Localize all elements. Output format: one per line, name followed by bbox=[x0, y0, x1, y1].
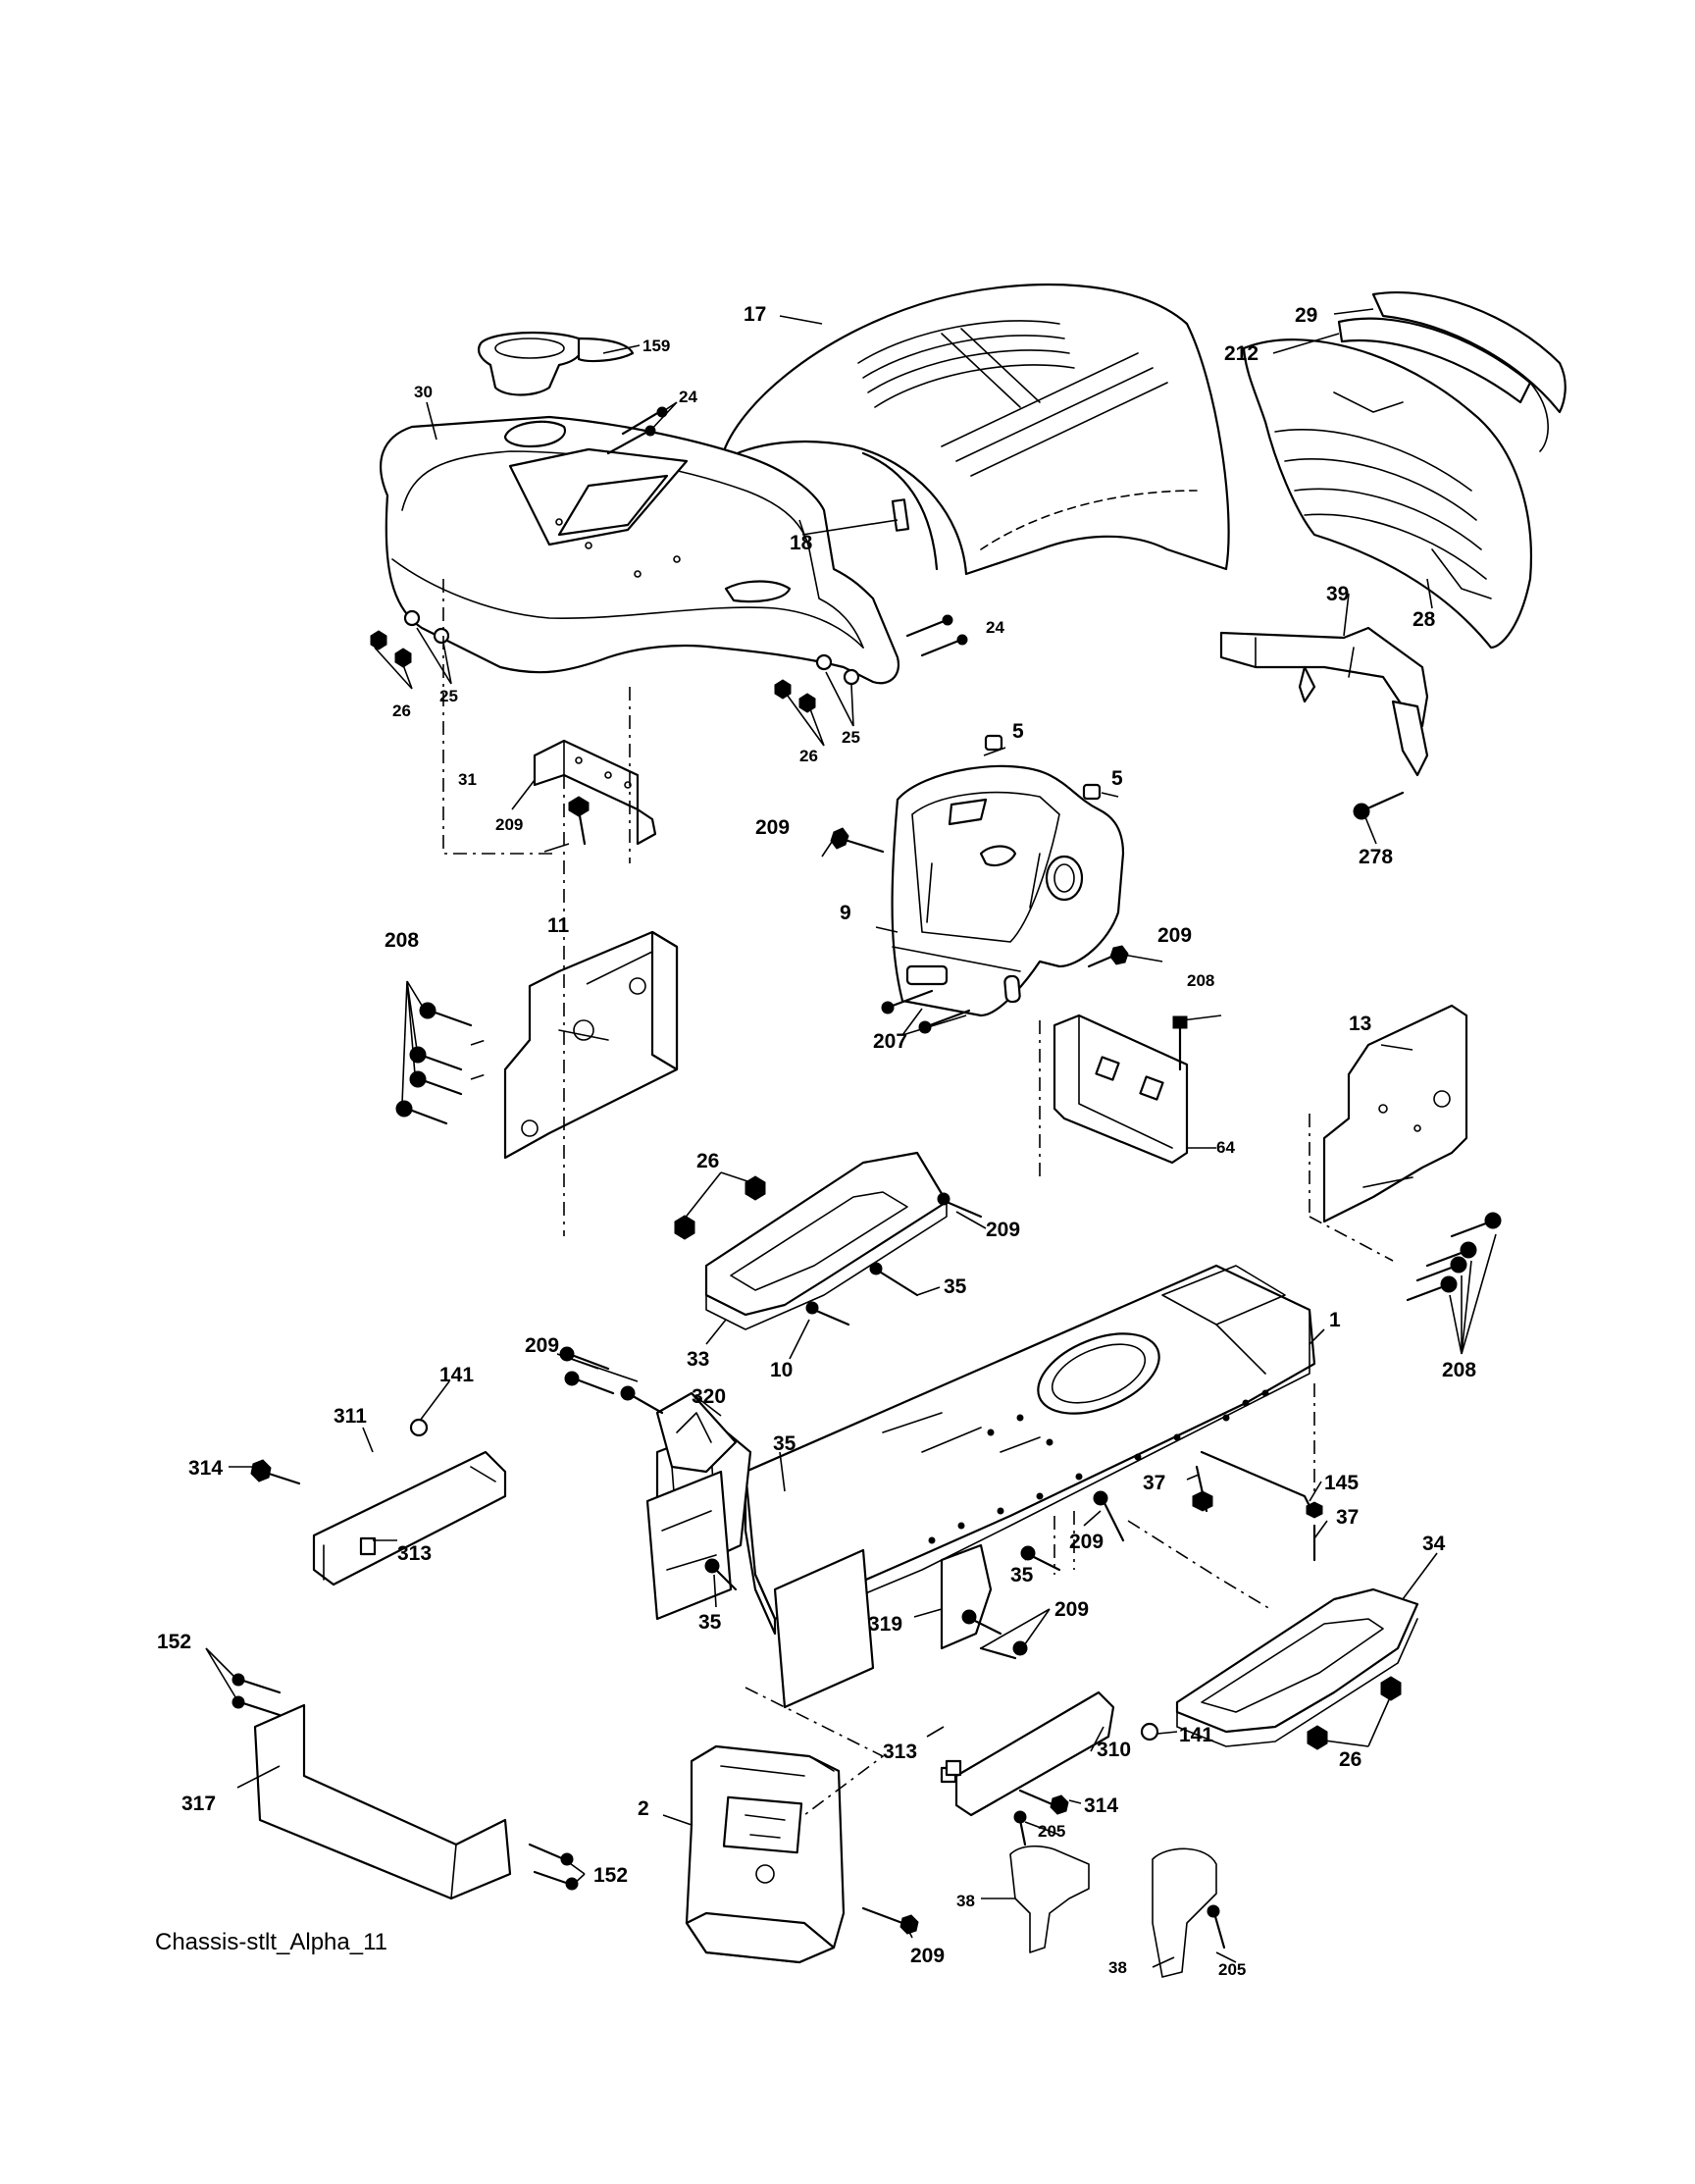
callout-25-right: 25 bbox=[842, 728, 860, 747]
callout-208-console: 208 bbox=[1187, 971, 1214, 990]
callout-209-group: 209 bbox=[525, 1334, 559, 1357]
callout-209-frame: 209 bbox=[1069, 1531, 1104, 1553]
callout-10: 10 bbox=[770, 1359, 793, 1381]
callout-209-bracket: 209 bbox=[495, 815, 523, 834]
callout-39: 39 bbox=[1326, 583, 1349, 605]
callout-18: 18 bbox=[790, 532, 813, 554]
callout-209-bottom: 209 bbox=[910, 1945, 945, 1967]
callout-152-upper: 152 bbox=[157, 1631, 191, 1653]
callout-35-footrest: 35 bbox=[944, 1275, 967, 1298]
callout-38-lower: 38 bbox=[1108, 1958, 1127, 1977]
dash-support-bracket-part bbox=[533, 739, 657, 846]
callout-313-right: 313 bbox=[883, 1741, 917, 1763]
callout-24-upper: 24 bbox=[679, 388, 697, 406]
callout-35-frame: 35 bbox=[1010, 1564, 1034, 1586]
main-frame-part bbox=[744, 1264, 1316, 1636]
callout-25-left: 25 bbox=[439, 687, 458, 705]
callout-209-footrest: 209 bbox=[986, 1219, 1020, 1241]
callout-37-lower: 37 bbox=[1336, 1506, 1359, 1529]
rear-hitch-plate-part bbox=[685, 1744, 846, 1964]
callout-28: 28 bbox=[1412, 608, 1436, 631]
footrest-left-part bbox=[704, 1151, 949, 1330]
console-part bbox=[891, 764, 1125, 1017]
callout-1: 1 bbox=[1329, 1309, 1341, 1331]
callout-310: 310 bbox=[1097, 1739, 1131, 1761]
callout-13: 13 bbox=[1349, 1013, 1371, 1035]
callout-26-lower: 26 bbox=[1339, 1748, 1361, 1771]
callout-64: 64 bbox=[1216, 1138, 1235, 1157]
callout-38-upper: 38 bbox=[956, 1892, 975, 1910]
callout-152-lower: 152 bbox=[593, 1864, 628, 1887]
console-bracket-part bbox=[1053, 1014, 1189, 1165]
dash-panel-right-part bbox=[1322, 1004, 1468, 1223]
callout-34: 34 bbox=[1422, 1533, 1446, 1555]
cup-holder-part bbox=[477, 331, 635, 396]
diagram-caption: Chassis-stlt_Alpha_11 bbox=[155, 1929, 387, 1955]
dash-panel-left-part bbox=[503, 930, 679, 1160]
callout-37-upper: 37 bbox=[1143, 1472, 1165, 1494]
callout-209-lower: 209 bbox=[1054, 1598, 1089, 1621]
hardware-fasteners bbox=[231, 406, 1502, 1950]
callout-205-upper: 205 bbox=[1038, 1822, 1065, 1841]
callout-26-right: 26 bbox=[799, 747, 818, 765]
callout-29: 29 bbox=[1295, 304, 1317, 327]
leader-lines bbox=[205, 308, 1497, 1968]
callout-labels: 159 17 29 212 30 24 18 24 39 28 25 26 26… bbox=[157, 303, 1476, 1979]
skid-plate-left-part bbox=[312, 1450, 507, 1586]
steering-support-part bbox=[1219, 626, 1429, 777]
callout-17: 17 bbox=[744, 303, 766, 326]
callout-209-console: 209 bbox=[755, 816, 790, 839]
callout-145: 145 bbox=[1324, 1472, 1359, 1494]
callout-313-left: 313 bbox=[397, 1542, 432, 1565]
callout-11: 11 bbox=[547, 914, 570, 937]
rear-deflector-part bbox=[253, 1703, 512, 1900]
callout-30: 30 bbox=[414, 383, 433, 401]
fender-part bbox=[380, 415, 900, 685]
callout-208-right: 208 bbox=[1442, 1359, 1476, 1381]
callout-31: 31 bbox=[458, 770, 477, 789]
callout-314-right: 314 bbox=[1084, 1794, 1118, 1817]
callout-35-bracket: 35 bbox=[773, 1432, 796, 1455]
callout-9: 9 bbox=[840, 902, 851, 924]
callout-311: 311 bbox=[334, 1405, 367, 1428]
footrest-right-part bbox=[1175, 1587, 1419, 1747]
callout-314-left: 314 bbox=[188, 1457, 223, 1480]
grille-part bbox=[1242, 290, 1567, 650]
callout-207: 207 bbox=[873, 1030, 907, 1053]
callout-33: 33 bbox=[687, 1348, 709, 1371]
callout-5-lower: 5 bbox=[1111, 767, 1123, 790]
callout-208-left: 208 bbox=[385, 929, 419, 952]
callout-5-upper: 5 bbox=[1012, 720, 1024, 743]
callout-209-console-right: 209 bbox=[1157, 924, 1192, 947]
callout-278: 278 bbox=[1359, 846, 1393, 868]
callout-141-lower: 141 bbox=[1179, 1724, 1213, 1746]
callout-24-lower: 24 bbox=[986, 618, 1004, 637]
mower-deck-bracket-part bbox=[655, 1391, 738, 1474]
callout-141-upper: 141 bbox=[439, 1364, 474, 1386]
callout-35-lower: 35 bbox=[698, 1611, 722, 1634]
callout-319: 319 bbox=[868, 1613, 902, 1636]
callout-159: 159 bbox=[642, 337, 670, 355]
callout-317: 317 bbox=[181, 1793, 216, 1815]
callout-320: 320 bbox=[692, 1385, 726, 1408]
callout-205-lower: 205 bbox=[1218, 1960, 1246, 1979]
callout-26-footrest: 26 bbox=[696, 1150, 719, 1172]
callout-212: 212 bbox=[1224, 342, 1258, 365]
callout-2: 2 bbox=[638, 1797, 649, 1820]
callout-26-left: 26 bbox=[392, 702, 411, 720]
